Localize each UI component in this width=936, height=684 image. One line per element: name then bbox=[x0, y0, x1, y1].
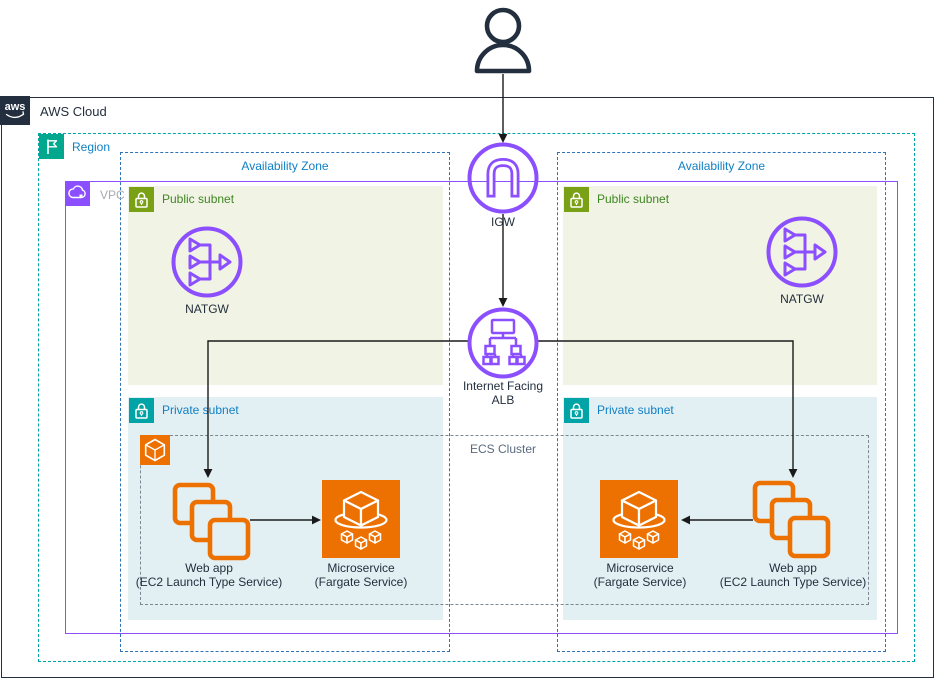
vpc-boundary: VPC bbox=[65, 181, 898, 634]
microservice-left-line1: Microservice bbox=[327, 561, 395, 575]
microservice-right-label: Microservice (Fargate Service) bbox=[570, 561, 710, 589]
natgw-icon bbox=[171, 226, 243, 298]
private-subnet-right-label: Private subnet bbox=[597, 403, 674, 417]
ecs-cluster-icon bbox=[139, 434, 170, 465]
webapp-right-label: Web app (EC2 Launch Type Service) bbox=[707, 561, 879, 589]
webapp-ec2-icon bbox=[752, 480, 831, 559]
alb-label-line2: ALB bbox=[491, 393, 515, 407]
aws-cloud-boundary: aws AWS Cloud bbox=[0, 96, 934, 678]
vpc-label: VPC bbox=[100, 188, 125, 202]
vpc-cloud-icon bbox=[65, 181, 91, 207]
region-boundary: Region bbox=[38, 133, 915, 662]
igw-icon bbox=[467, 142, 539, 214]
microservice-fargate-icon bbox=[600, 480, 678, 558]
microservice-right-line2: (Fargate Service) bbox=[593, 575, 687, 589]
webapp-left-line1: Web app bbox=[185, 561, 233, 575]
ecs-cluster-boundary bbox=[139, 434, 869, 605]
natgw-right-label: NATGW bbox=[780, 292, 824, 306]
microservice-left-line2: (Fargate Service) bbox=[314, 575, 408, 589]
private-subnet-lock-icon bbox=[129, 398, 154, 423]
region-flag-icon bbox=[38, 133, 64, 159]
alb-label: Internet Facing ALB bbox=[433, 379, 573, 407]
public-subnet-lock-icon bbox=[129, 187, 154, 212]
natgw-icon bbox=[766, 216, 838, 288]
igw-label: IGW bbox=[491, 215, 515, 229]
microservice-left-label: Microservice (Fargate Service) bbox=[291, 561, 431, 589]
natgw-left-label: NATGW bbox=[185, 302, 229, 316]
microservice-right-line1: Microservice bbox=[606, 561, 674, 575]
user-icon bbox=[474, 7, 532, 74]
webapp-left-label: Web app (EC2 Launch Type Service) bbox=[124, 561, 294, 589]
microservice-fargate-icon bbox=[322, 480, 400, 558]
region-label: Region bbox=[72, 140, 111, 154]
private-subnet-left-label: Private subnet bbox=[162, 403, 239, 417]
public-subnet-left-label: Public subnet bbox=[162, 192, 235, 206]
alb-label-line1: Internet Facing bbox=[462, 379, 544, 393]
public-subnet-lock-icon bbox=[564, 187, 589, 212]
az-right-label: Availability Zone bbox=[677, 159, 766, 173]
public-subnet-right-label: Public subnet bbox=[597, 192, 670, 206]
az-left-label: Availability Zone bbox=[241, 159, 329, 173]
aws-logo-icon: aws bbox=[0, 96, 31, 126]
svg-text:aws: aws bbox=[5, 101, 26, 113]
webapp-right-line1: Web app bbox=[769, 561, 817, 575]
webapp-left-line2: (EC2 Launch Type Service) bbox=[135, 575, 283, 589]
webapp-right-line2: (EC2 Launch Type Service) bbox=[719, 575, 867, 589]
ecs-cluster-label: ECS Cluster bbox=[469, 442, 537, 456]
webapp-ec2-icon bbox=[172, 482, 251, 561]
aws-cloud-label: AWS Cloud bbox=[40, 104, 107, 119]
alb-icon bbox=[467, 307, 539, 379]
